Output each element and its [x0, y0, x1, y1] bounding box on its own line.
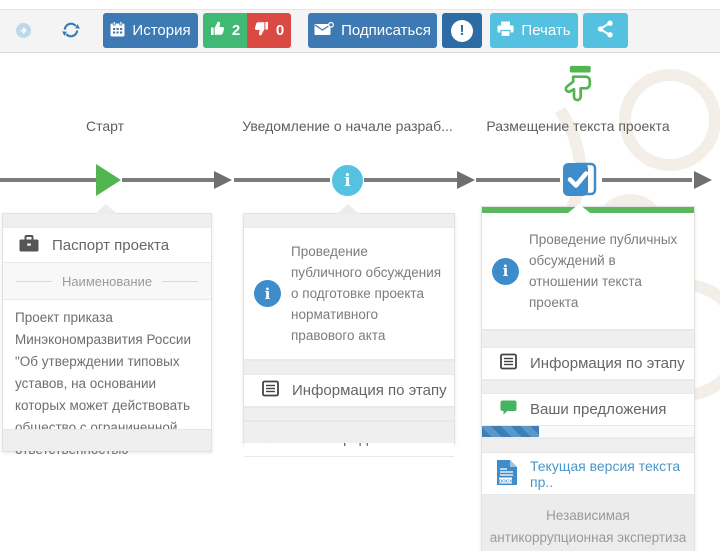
suggestions-progress-fill: [482, 426, 540, 437]
divider-line: [162, 280, 199, 282]
list-icon: [262, 380, 279, 401]
like-count: 2: [231, 22, 241, 39]
notification-stage-card: i Проведение публичного обсуждения о под…: [243, 204, 455, 457]
print-button[interactable]: Печать: [490, 13, 578, 48]
docx-file-icon: DOCX: [496, 459, 518, 489]
alert-button[interactable]: !: [442, 13, 482, 48]
printer-icon: [497, 21, 514, 41]
timeline-segment: [476, 178, 560, 182]
card-footer-strip: [244, 421, 454, 443]
current-version-link[interactable]: DOCX Текущая версия текста пр..: [482, 453, 694, 495]
exclamation-icon: !: [451, 19, 473, 42]
book-check-icon[interactable]: [560, 160, 600, 205]
info-icon[interactable]: i: [332, 165, 363, 196]
card-divider-strip: [244, 407, 454, 421]
info-icon: i: [492, 257, 519, 285]
hand-pointing-down-icon: [559, 62, 599, 113]
history-label: История: [132, 22, 191, 39]
forward-icon[interactable]: [16, 23, 31, 43]
card-top-strip: [244, 214, 454, 228]
stage-label-start: Старт: [85, 118, 125, 134]
card-pointer: [95, 204, 117, 214]
like-button[interactable]: 2: [203, 13, 247, 48]
passport-header[interactable]: Паспорт проекта: [3, 228, 211, 263]
svg-text:DOCX: DOCX: [499, 478, 513, 483]
dislike-button[interactable]: 0: [247, 13, 291, 48]
arrow-right-icon: [214, 171, 232, 189]
card-divider-strip: [482, 380, 694, 394]
briefcase-icon: [19, 234, 39, 256]
timeline-segment: [364, 178, 457, 182]
share-icon: [597, 20, 614, 42]
subscribe-label: Подписаться: [341, 22, 431, 39]
print-label: Печать: [521, 22, 571, 39]
card-pointer: [337, 204, 359, 214]
card-footer-strip: [3, 429, 211, 451]
stage-description: i Проведение публичных обсуждений в отно…: [482, 213, 694, 330]
current-version-label: Текущая версия текста пр..: [530, 457, 681, 490]
arrow-right-icon: [694, 171, 712, 189]
card-top-strip: [3, 214, 211, 228]
arrow-right-icon: [457, 171, 475, 189]
name-section-header: Наименование: [3, 263, 211, 300]
suggestions-link[interactable]: Ваши предложения: [482, 394, 694, 426]
envelope-icon: [314, 21, 335, 40]
stage-label-text-placement: Размещение текста проекта: [486, 118, 670, 134]
name-section-label: Наименование: [61, 273, 153, 289]
stage-info-link[interactable]: Информация по этапу: [482, 348, 694, 380]
stage-description-text: Проведение публичных обсуждений в отноше…: [529, 232, 678, 310]
text-placement-stage-card: i Проведение публичных обсуждений в отно…: [481, 204, 695, 551]
card-divider-strip: [482, 438, 694, 453]
card-divider-strip: [482, 330, 694, 348]
card-pointer: [568, 204, 590, 213]
stage-description: i Проведение публичного обсуждения о под…: [244, 228, 454, 360]
comment-icon: [500, 400, 517, 419]
stage-info-link[interactable]: Информация по этапу: [244, 375, 454, 407]
history-button[interactable]: История: [103, 13, 198, 48]
calendar-icon: [110, 20, 125, 41]
timeline-segment: [234, 178, 330, 182]
passport-title: Паспорт проекта: [52, 236, 170, 254]
suggestions-progress-track: [482, 426, 694, 438]
passport-card: Паспорт проекта Наименование Проект прик…: [2, 204, 212, 457]
stage-info-label: Информация по этапу: [292, 382, 447, 399]
subscribe-button[interactable]: Подписаться: [308, 13, 437, 48]
suggestions-label: Ваши предложения: [530, 401, 667, 418]
info-icon: i: [254, 280, 281, 307]
anticorruption-expertise-section: Независимая антикоррупционная экспертиза: [482, 495, 694, 551]
timeline-segment: [122, 178, 214, 182]
toolbar: История 2 0: [0, 9, 720, 53]
stage-label-notification: Уведомление о начале разраб...: [242, 118, 453, 134]
divider-line: [15, 280, 52, 282]
timeline-segment: [0, 178, 96, 182]
card-divider-strip: [244, 360, 454, 375]
dislike-count: 0: [275, 22, 285, 39]
share-button[interactable]: [583, 13, 628, 48]
thumb-up-icon: [210, 21, 225, 40]
stage-info-label: Информация по этапу: [530, 355, 685, 372]
thumb-down-icon: [254, 21, 269, 40]
list-icon: [500, 353, 517, 374]
current-stage-bar: [482, 204, 694, 213]
play-icon[interactable]: [96, 164, 121, 196]
stage-description-text: Проведение публичного обсуждения о подго…: [291, 244, 442, 343]
refresh-icon[interactable]: [62, 21, 80, 44]
timeline-segment: [602, 178, 692, 182]
